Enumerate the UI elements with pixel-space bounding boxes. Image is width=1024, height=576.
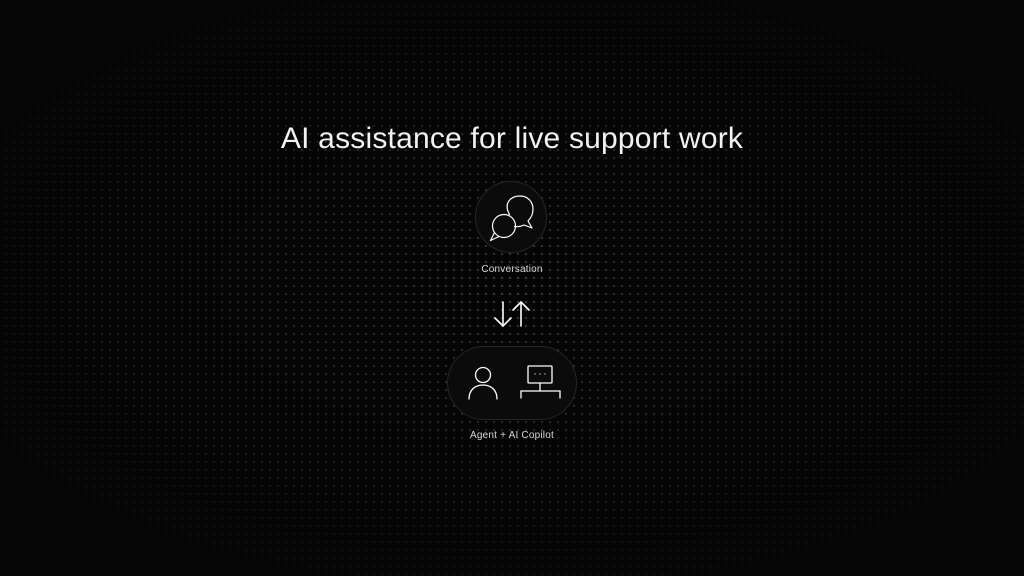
conversation-label: Conversation (481, 264, 543, 275)
conversation-node (475, 181, 547, 253)
agent-copilot-node (447, 346, 577, 420)
page-title: AI assistance for live support work (280, 122, 744, 155)
agent-copilot-label: Agent + AI Copilot (470, 430, 554, 441)
